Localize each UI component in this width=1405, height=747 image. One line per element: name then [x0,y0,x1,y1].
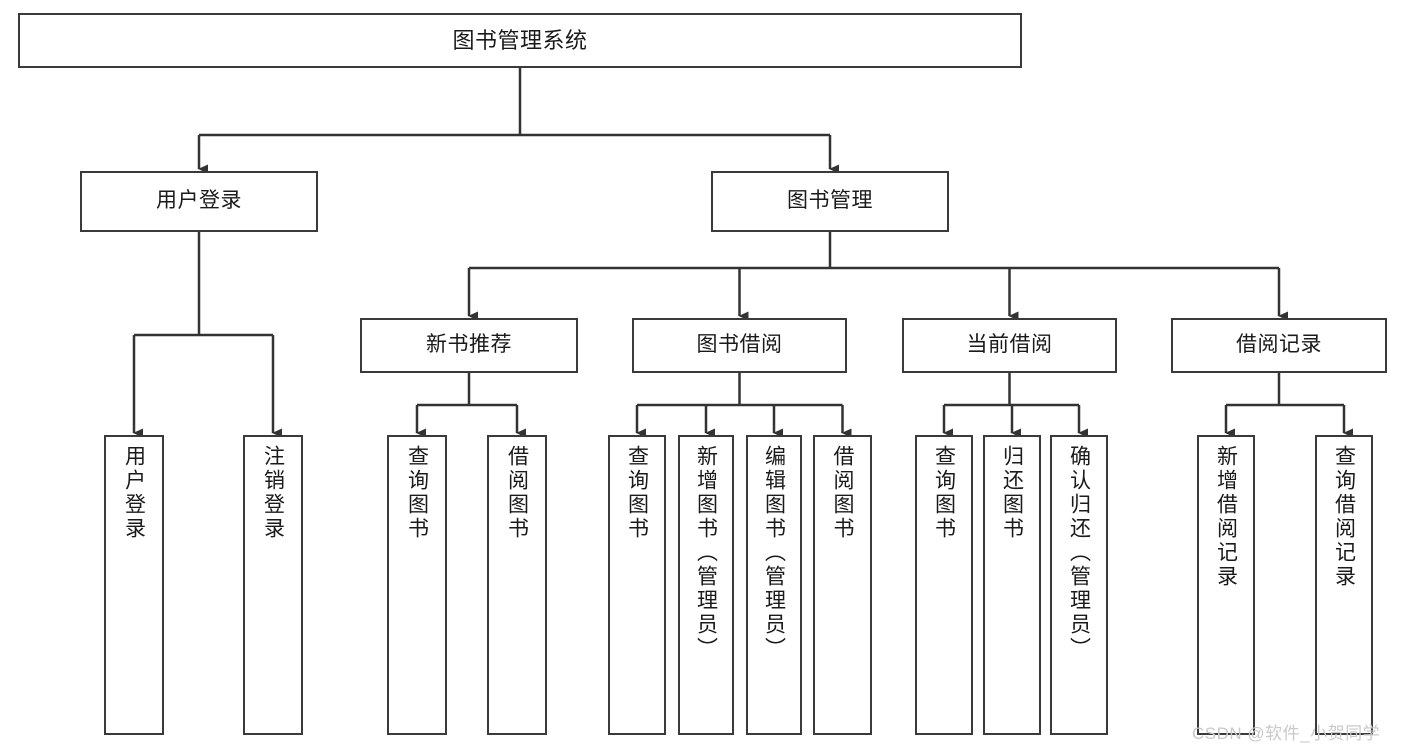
node-label: 借阅记录 [1236,333,1322,357]
node-label: 查询图书 [405,445,429,541]
node-label: 查询图书 [932,445,956,541]
node-l-return[interactable]: 归还图书 [983,435,1041,735]
node-root[interactable]: 图书管理系统 [18,13,1022,68]
node-l-qrec[interactable]: 查询借阅记录 [1315,435,1373,735]
node-l-bbook2[interactable]: 借阅图书 [813,435,872,735]
node-borrow[interactable]: 图书借阅 [632,318,847,373]
node-label: 新书推荐 [426,333,512,357]
node-label: 确认归还（管理员） [1067,445,1091,661]
node-label: 借阅图书 [831,445,854,541]
node-label: 图书管理系统 [452,27,588,53]
node-bookmgmt[interactable]: 图书管理 [711,171,949,232]
node-label: 注销登录 [261,445,285,541]
node-current[interactable]: 当前借阅 [902,318,1117,373]
node-l-qbook1[interactable]: 查询图书 [387,435,447,735]
node-label: 图书管理 [787,189,873,213]
node-l-logout[interactable]: 注销登录 [243,435,303,735]
node-records[interactable]: 借阅记录 [1171,318,1387,373]
node-l-qbook2[interactable]: 查询图书 [608,435,666,735]
node-label: 查询图书 [625,445,649,541]
node-l-login[interactable]: 用户登录 [104,435,164,735]
node-l-addrec[interactable]: 新增借阅记录 [1197,435,1255,735]
node-label: 图书借阅 [696,333,783,357]
node-label: 用户登录 [122,445,146,541]
node-label: 编辑图书（管理员） [762,445,786,661]
node-label: 用户登录 [156,189,242,213]
node-l-qbook3[interactable]: 查询图书 [915,435,973,735]
node-l-bbook1[interactable]: 借阅图书 [487,435,547,735]
node-login[interactable]: 用户登录 [80,171,318,232]
node-label: 新增图书（管理员） [694,445,718,661]
node-newbook[interactable]: 新书推荐 [360,318,578,373]
watermark-text: CSDN @软件_小贺同学 [1192,724,1381,743]
node-label: 借阅图书 [505,445,529,541]
node-l-addbook[interactable]: 新增图书（管理员） [678,435,734,735]
node-label: 新增借阅记录 [1214,445,1238,589]
node-label: 归还图书 [1000,445,1024,541]
node-label: 当前借阅 [966,333,1053,357]
node-label: 查询借阅记录 [1332,445,1356,589]
node-l-confirm[interactable]: 确认归还（管理员） [1050,435,1108,735]
node-l-editbook[interactable]: 编辑图书（管理员） [746,435,802,735]
